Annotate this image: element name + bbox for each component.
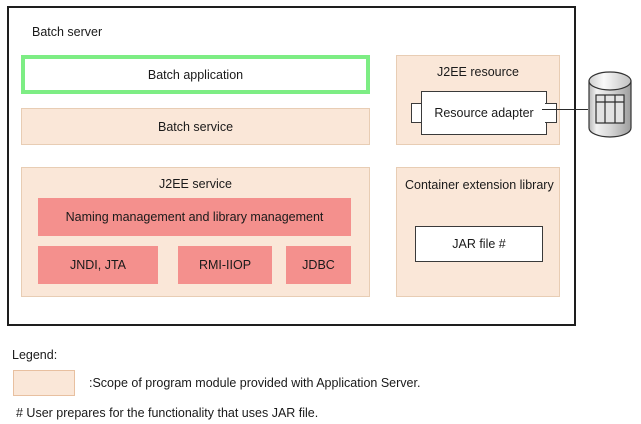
- jar-file-label: JAR file #: [452, 237, 506, 251]
- protocol-box-jndi-jta: JNDI, JTA: [38, 246, 158, 284]
- resource-adapter-box: Resource adapter: [411, 91, 557, 135]
- protocol-box-jdbc: JDBC: [286, 246, 351, 284]
- j2ee-service-box: J2EE service Naming management and libra…: [21, 167, 370, 297]
- protocol-label-jndi-jta: JNDI, JTA: [69, 258, 127, 272]
- container-extension-library-box: Container extension library JAR file #: [396, 167, 560, 297]
- container-extension-library-title: Container extension library: [405, 178, 554, 192]
- legend-description: :Scope of program module provided with A…: [89, 376, 421, 390]
- protocol-box-rmi-iiop: RMI-IIOP: [178, 246, 272, 284]
- resource-adapter-label: Resource adapter: [434, 106, 534, 120]
- j2ee-service-title: J2EE service: [159, 177, 232, 191]
- naming-management-label: Naming management and library management: [65, 210, 324, 224]
- batch-application-label: Batch application: [147, 67, 244, 82]
- resource-adapter-left-connector-icon: [411, 103, 423, 123]
- batch-service-label: Batch service: [157, 119, 234, 134]
- protocol-box-row: JNDI, JTA RMI-IIOP JDBC: [38, 246, 351, 284]
- legend-color-swatch: [13, 370, 75, 396]
- protocol-label-jdbc: JDBC: [302, 258, 335, 272]
- batch-server-title: Batch server: [32, 25, 103, 39]
- j2ee-resource-box: J2EE resource Resource adapter: [396, 55, 560, 145]
- database-cylinder-icon: [586, 70, 634, 140]
- protocol-label-rmi-iiop: RMI-IIOP: [198, 258, 252, 272]
- j2ee-resource-title: J2EE resource: [437, 65, 519, 79]
- batch-service-box: Batch service: [21, 108, 370, 145]
- legend-footnote: # User prepares for the functionality th…: [16, 406, 319, 420]
- resource-adapter-right-connector-icon: [545, 103, 557, 123]
- resource-adapter-database-connector: [542, 109, 588, 110]
- batch-application-box: Batch application: [21, 55, 370, 94]
- legend-title: Legend:: [12, 348, 58, 362]
- naming-management-box: Naming management and library management: [38, 198, 351, 236]
- jar-file-box: JAR file #: [415, 226, 543, 262]
